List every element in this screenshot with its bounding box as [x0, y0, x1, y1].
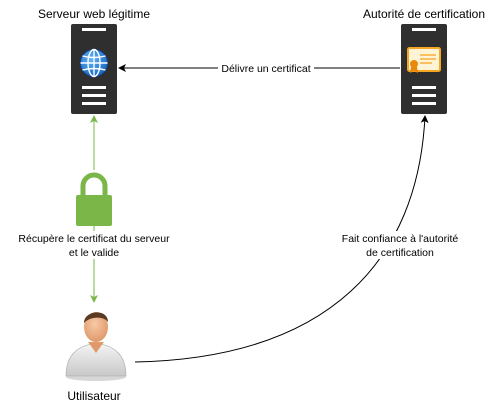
user-label: Utilisateur — [67, 389, 120, 403]
edge-ca-to-server: Délivre un certificat — [118, 61, 400, 75]
globe-icon — [80, 48, 108, 78]
edge-label-trust-ca-line2: de certification — [366, 247, 434, 259]
user-node: Utilisateur — [65, 312, 127, 403]
edge-label-retrieve-validate-line2: et le valide — [69, 247, 119, 259]
web-server-label: Serveur web légitime — [38, 7, 150, 21]
ca-node: Autorité de certification — [363, 7, 485, 114]
ca-label: Autorité de certification — [363, 7, 485, 21]
edge-label-delivers-certificate: Délivre un certificat — [221, 63, 310, 75]
web-server-node: Serveur web légitime — [38, 7, 150, 114]
user-icon — [65, 312, 127, 381]
edge-user-to-ca: Fait confiance à l'autorité de certifica… — [134, 115, 464, 363]
edge-user-to-server: Récupère le certificat du serveur et le … — [14, 115, 176, 303]
certificate-icon — [407, 47, 441, 73]
edge-label-retrieve-validate-line1: Récupère le certificat du serveur — [18, 233, 170, 245]
padlock-icon — [76, 172, 112, 226]
edge-label-trust-ca-line1: Fait confiance à l'autorité — [342, 233, 459, 245]
